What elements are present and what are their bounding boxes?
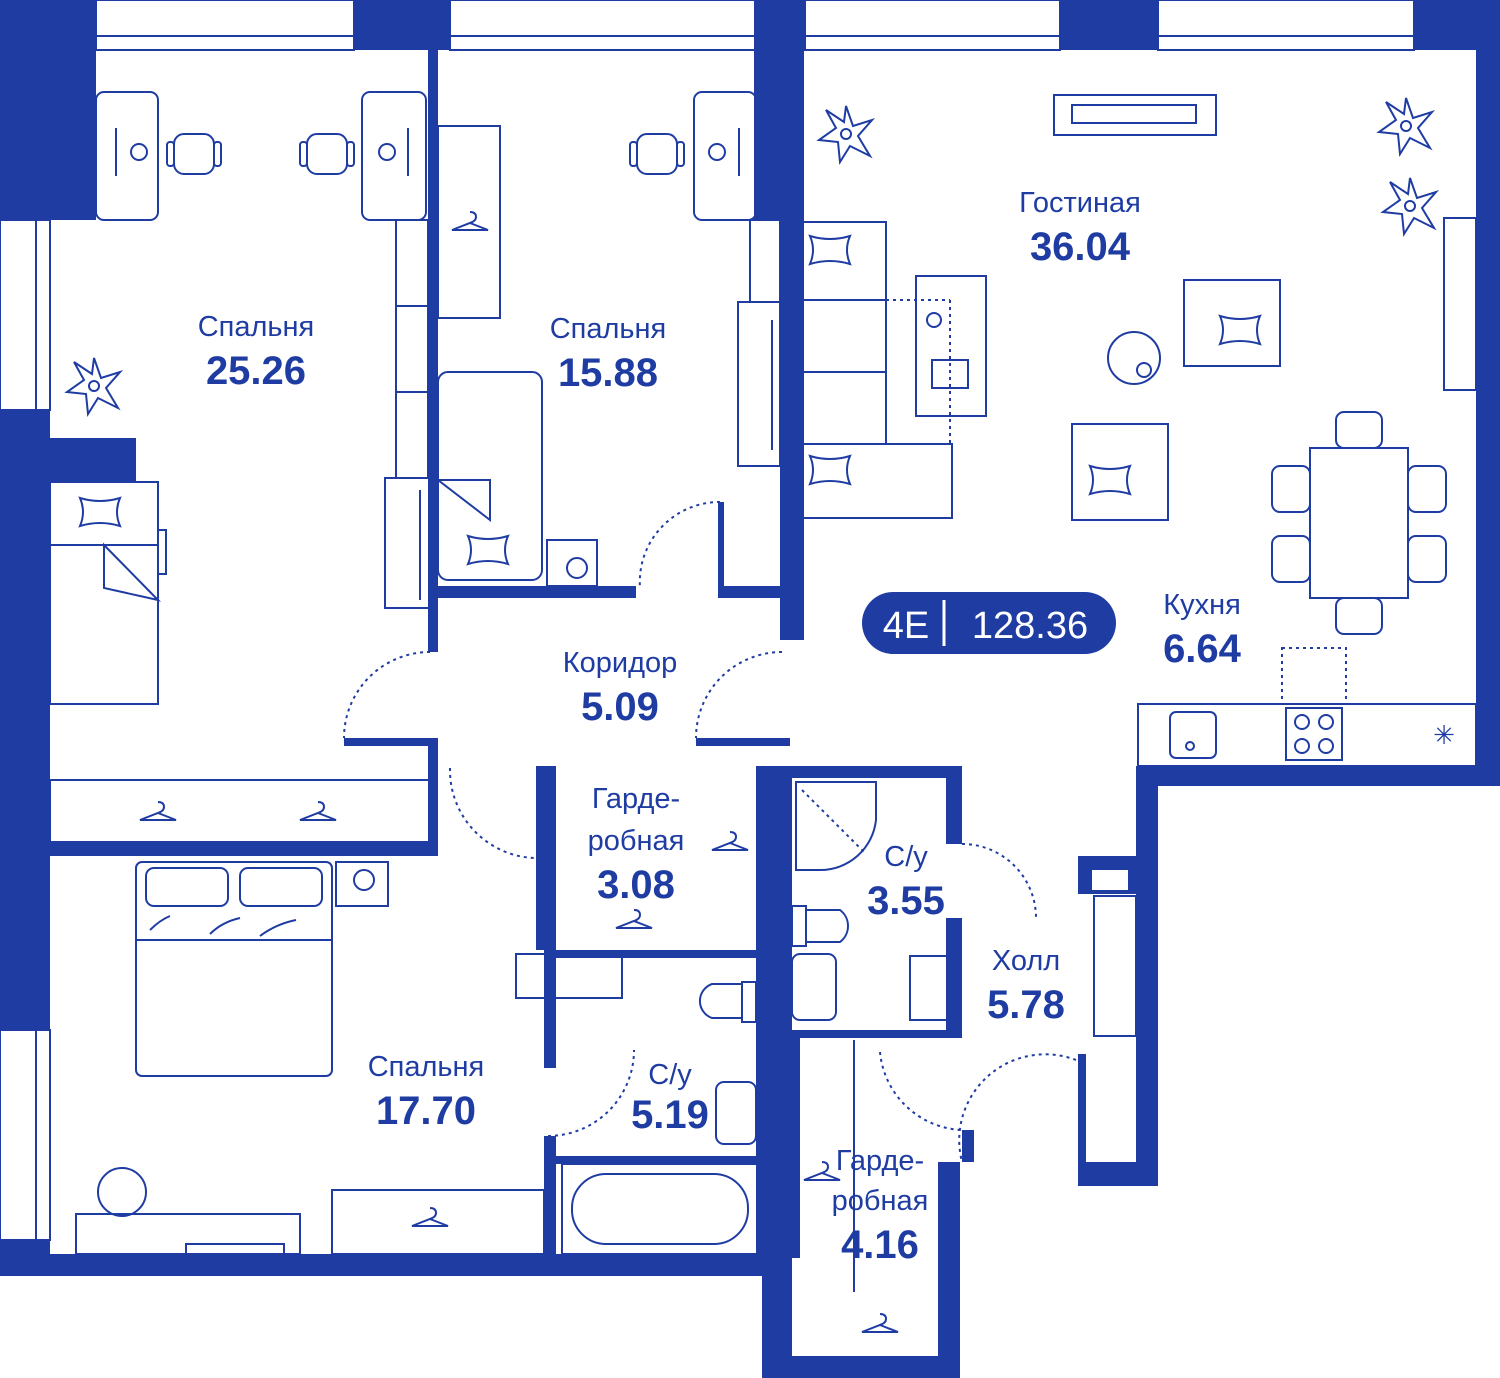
pillow-icon [79,497,121,527]
pillow-icon [1219,315,1261,345]
vanity-icon [75,1167,301,1255]
room-area-bath2: 5.19 [631,1093,709,1137]
pillow-icon [1089,465,1131,495]
bathtub-icon [561,1163,759,1255]
room-name-wardrobe2-line1: Гарде- [836,1145,924,1177]
room-area-hall: 5.78 [987,983,1065,1027]
coffee-table-icon [915,275,987,417]
chair-icon [166,133,222,175]
nightstand-icon [546,539,598,587]
pillow-icon [809,235,851,265]
armchair-icon [1071,279,1281,521]
room-area-kitchen: 6.64 [1163,627,1242,671]
room-name-wardrobe1-line1: Гарде- [592,783,680,815]
tv-icon [419,320,773,600]
room-area-bath1: 3.55 [867,879,945,923]
room-name-hall: Холл [992,945,1060,977]
toilet-icon [791,905,849,947]
sink-icon [791,953,953,1021]
bed-icon [49,481,167,705]
bed-icon [435,371,543,581]
wardrobe [49,779,431,843]
room-name-living: Гостиная [1019,187,1141,219]
plant-icon [818,105,873,163]
side-table-icon [1107,331,1161,385]
toilet-icon [698,981,757,1023]
hanger-icon [861,1313,899,1333]
plant-icon [1382,177,1437,235]
hanger-icon [803,1161,841,1181]
fridge-icon: ✳ [1433,720,1455,750]
room-name-wardrobe1-line2: робная [588,825,685,857]
bed-icon [135,861,333,1077]
room-name-wardrobe2-line2: робная [832,1185,929,1217]
hanger-icon [139,801,177,821]
sink-icon [1169,711,1217,759]
room-name-corridor: Коридор [563,647,678,679]
apartment-code: 4E [883,605,929,647]
chair-icon [629,133,685,175]
plant-icon [1378,97,1433,155]
door-swing [343,500,1077,1163]
hanger-icon [711,831,749,851]
hanger-icon [615,909,653,929]
shoe-cabinet [1093,895,1137,1037]
stove-icon [1285,707,1343,761]
pillow-icon [467,535,509,565]
room-area-corridor: 5.09 [581,685,659,729]
room-name-kitchen: Кухня [1163,589,1241,621]
shower-icon [795,781,877,872]
hanger-icon [411,1207,449,1227]
chair-icon [299,133,355,175]
apartment-badge: 4E 128.36 [862,592,1116,654]
nightstand-icon [335,861,389,907]
room-name-bedroom3: Спальня [368,1051,485,1083]
window-icon [0,0,1477,1241]
sofa-icon [789,221,953,519]
hanger-icon [299,801,337,821]
plant-icon [66,357,121,415]
room-name-bath1: С/у [884,841,928,873]
apartment-total-area: 128.36 [972,605,1088,647]
niche [1092,870,1128,890]
pillow-icon [809,455,851,485]
room-area-wardrobe2: 4.16 [841,1223,919,1267]
room-area-bedroom2: 15.88 [558,351,658,395]
furniture-layer: ✳ [0,0,1477,1333]
room-area-bedroom1: 25.26 [206,349,306,393]
room-area-bedroom3: 17.70 [376,1089,476,1133]
room-labels: Спальня 25.26 Спальня 15.88 Гостиная 36.… [198,187,1242,1267]
room-name-bath2: С/у [648,1059,692,1091]
room-name-bedroom1: Спальня [198,311,315,343]
room-area-living: 36.04 [1030,225,1131,269]
room-area-wardrobe1: 3.08 [597,863,675,907]
dining-table-icon [1271,411,1447,635]
hanger-icon [451,211,489,231]
room-name-bedroom2: Спальня [550,313,667,345]
